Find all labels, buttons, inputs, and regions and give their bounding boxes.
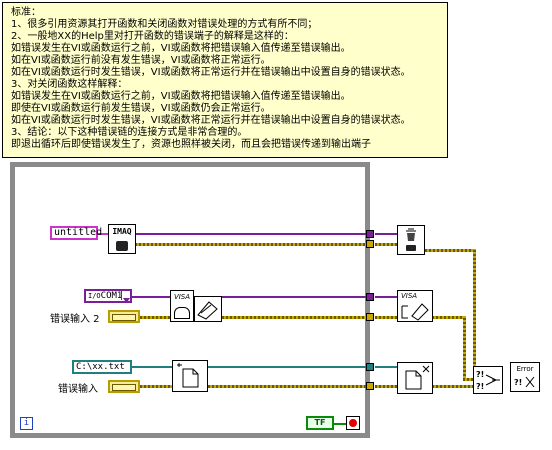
- visa-resource-control[interactable]: I/OCOM1: [84, 289, 132, 303]
- error-wire[interactable]: [375, 385, 397, 388]
- loop-tunnel[interactable]: [366, 230, 374, 238]
- error-wire[interactable]: [208, 385, 367, 388]
- error-wire[interactable]: [425, 249, 475, 252]
- note-line: 如在VI或函数运行前没有发生错误，VI或函数将正常运行。: [11, 55, 271, 66]
- error-wire[interactable]: [140, 385, 172, 388]
- open-file-node[interactable]: [172, 360, 208, 392]
- path-wire[interactable]: [132, 366, 172, 368]
- chevron-down-icon[interactable]: [121, 290, 131, 303]
- error-cluster-icon: [112, 314, 136, 321]
- note-line: 如在VI或函数运行时发生错误，VI或函数将正常运行并在错误输出中设置自身的错误状…: [11, 115, 411, 126]
- note-line: 2、一般地XX的Help里对打开函数的错误端子的解释是这样的：: [11, 31, 294, 42]
- loop-tunnel[interactable]: [366, 293, 374, 301]
- note-line: 如错误发生在VI或函数运行之前，VI或函数将把错误输入值传递至错误输出。: [11, 91, 351, 102]
- error-in-2-control[interactable]: [108, 310, 140, 323]
- loop-tunnel[interactable]: [366, 382, 374, 390]
- note-line: 3、对关闭函数这样解释：: [11, 79, 128, 90]
- note-line: 标准：: [11, 7, 41, 18]
- error-wire[interactable]: [140, 316, 172, 319]
- open-file-icon: [177, 363, 199, 388]
- visa-close-icon: [401, 303, 429, 321]
- file-path-control[interactable]: C:\xx.txt: [72, 360, 132, 374]
- visa-wire[interactable]: [132, 296, 172, 298]
- image-ref-wire[interactable]: [135, 233, 367, 235]
- visa-wire[interactable]: [222, 296, 367, 298]
- note-line: 即使在VI或函数运行前发生错误，VI或函数仍会正常运行。: [11, 103, 271, 114]
- error-wire[interactable]: [463, 316, 466, 380]
- image-name-control[interactable]: untitled: [50, 226, 102, 240]
- boolean-label: TF: [314, 418, 326, 427]
- error-wire[interactable]: [473, 249, 476, 376]
- imaq-dispose-node[interactable]: [397, 225, 425, 255]
- note-line: 1、很多引用资源其打开函数和关闭函数对错误处理的方式有所不同；: [11, 19, 318, 30]
- merge-errors-node[interactable]: ?! ?!: [473, 366, 503, 394]
- comment-note: 标准： 1、很多引用资源其打开函数和关闭函数对错误处理的方式有所不同； 2、一般…: [2, 2, 448, 158]
- file-path-value: C:\xx.txt: [76, 362, 125, 372]
- trash-icon: [406, 228, 416, 251]
- svg-text:?!: ?!: [476, 382, 484, 391]
- error-cluster-icon: [112, 384, 136, 391]
- visa-label: VISA: [401, 292, 418, 300]
- error-in-2-label: 错误输入 2: [50, 314, 100, 325]
- imaq-label: IMAQ: [112, 227, 132, 236]
- error-wire[interactable]: [135, 243, 367, 246]
- error-handler-node[interactable]: Error ?!: [510, 362, 540, 392]
- boolean-wire[interactable]: [334, 423, 346, 425]
- error-wire[interactable]: [432, 385, 494, 388]
- visa-close-node[interactable]: VISA: [397, 290, 433, 322]
- error-in-label: 错误输入: [58, 384, 98, 395]
- stop-icon: [349, 419, 357, 427]
- close-file-icon: [405, 365, 430, 390]
- visa-open-icon: VISA: [170, 290, 194, 322]
- note-line: 即退出循环后即使错误发生了，资源也照样被关闭，而且会把错误传递到输出端子: [11, 139, 371, 150]
- iteration-terminal[interactable]: i: [20, 417, 33, 430]
- visa-resource-prefix: I/O: [88, 292, 101, 300]
- refnum-wire[interactable]: [375, 366, 397, 368]
- svg-text:?!: ?!: [476, 370, 484, 379]
- imaq-icon: [116, 241, 128, 251]
- error-wire[interactable]: [222, 316, 367, 319]
- visa-open-node[interactable]: VISA: [170, 290, 222, 322]
- visa-wire[interactable]: [375, 296, 397, 298]
- string-wire[interactable]: [98, 233, 110, 235]
- image-ref-wire[interactable]: [375, 233, 397, 235]
- note-line: 3、结论：以下这种错误链的连接方式是非常合理的。: [11, 127, 248, 138]
- error-wire[interactable]: [375, 316, 397, 319]
- boolean-constant[interactable]: TF: [306, 416, 334, 430]
- close-file-node[interactable]: [397, 362, 433, 394]
- loop-tunnel[interactable]: [366, 313, 374, 321]
- stop-condition-terminal[interactable]: [346, 416, 360, 430]
- error-handler-icon: ?!: [514, 376, 535, 388]
- loop-tunnel[interactable]: [366, 363, 374, 371]
- note-line: 如错误发生在VI或函数运行之前，VI或函数将把错误输入值传递至错误输出。: [11, 43, 351, 54]
- iteration-glyph: i: [23, 418, 30, 428]
- visa-label: VISA: [173, 293, 191, 301]
- visa-config-icon: [194, 296, 222, 322]
- merge-errors-icon: ?! ?!: [476, 370, 500, 391]
- imaq-create-node[interactable]: IMAQ: [108, 224, 136, 254]
- svg-text:?!: ?!: [514, 378, 522, 387]
- error-handler-label: Error: [516, 365, 534, 373]
- visa-resource-value: COM1: [100, 291, 123, 301]
- error-wire[interactable]: [375, 243, 397, 246]
- image-name-value: untitled: [54, 227, 103, 238]
- loop-tunnel[interactable]: [366, 240, 374, 248]
- refnum-wire[interactable]: [208, 366, 367, 368]
- note-line: 如在VI或函数运行时发生错误，VI或函数将正常运行并在错误输出中设置自身的错误状…: [11, 67, 411, 78]
- error-wire[interactable]: [432, 316, 465, 319]
- error-in-control[interactable]: [108, 380, 140, 393]
